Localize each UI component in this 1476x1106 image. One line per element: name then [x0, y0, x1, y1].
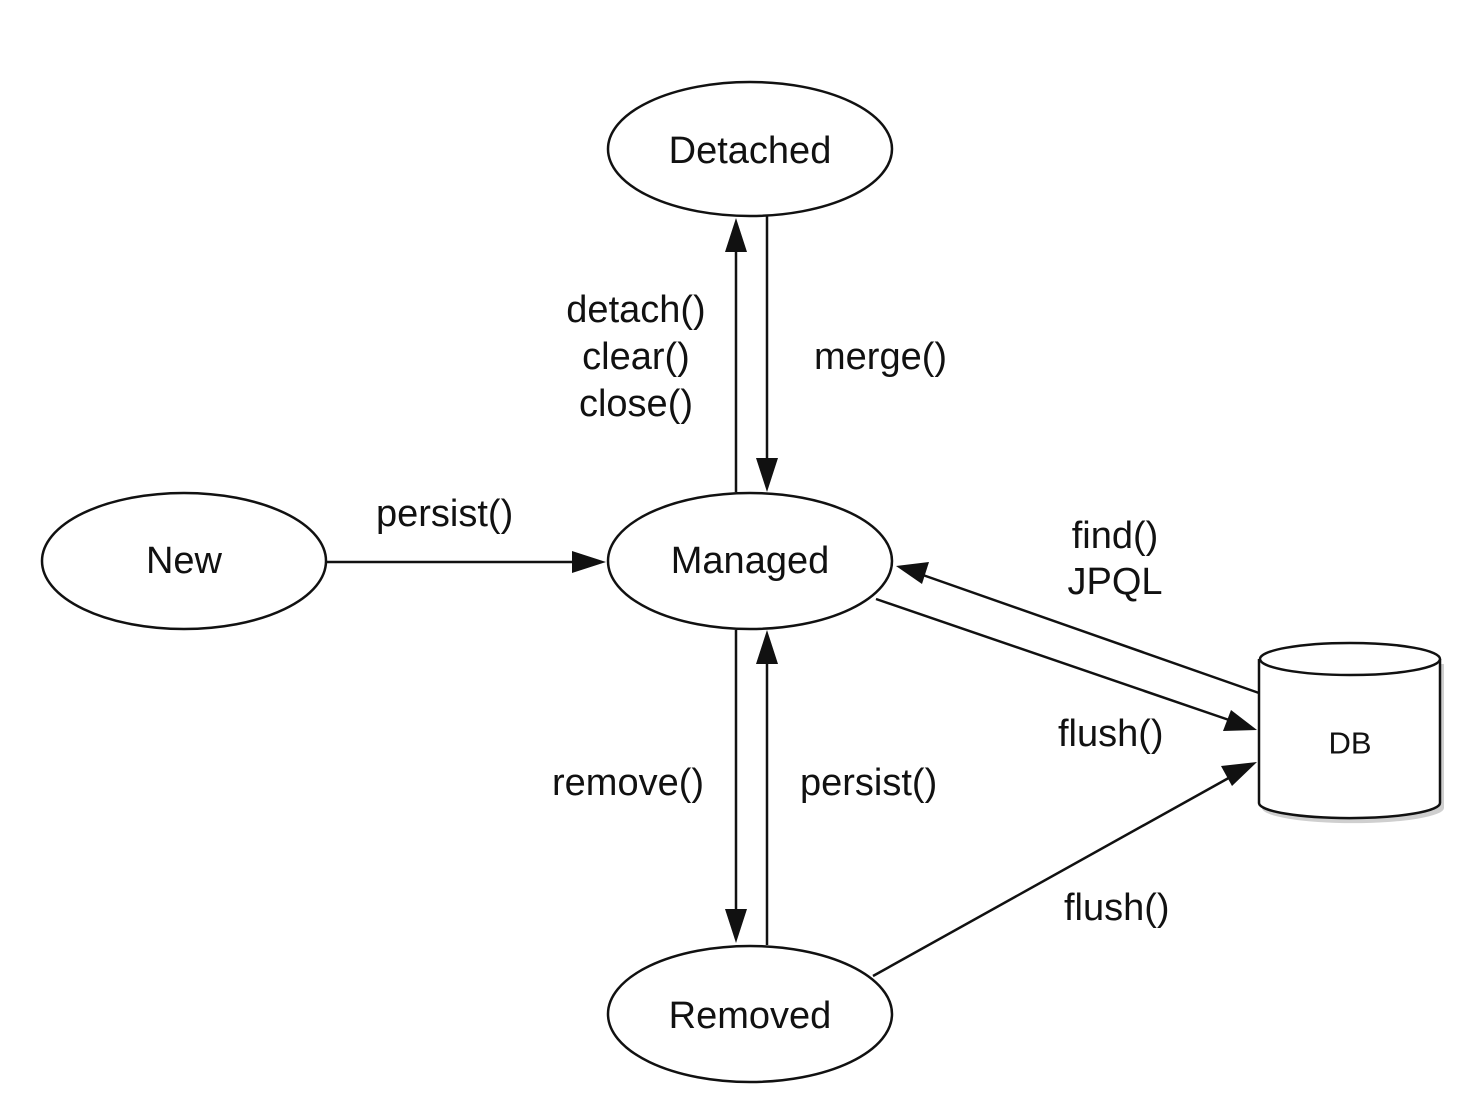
edge-label-flush-managed: flush() — [1058, 713, 1164, 755]
arrow-line-db-to-managed — [919, 572, 1260, 695]
node-new-ellipse — [40, 491, 328, 631]
arrowhead-new-to-managed — [572, 551, 606, 573]
node-removed-label: Removed — [669, 995, 832, 1037]
arrowhead-db-to-managed — [896, 562, 929, 584]
db-cylinder-top — [1258, 641, 1442, 677]
edge-label-detach: detach() — [566, 289, 705, 331]
db-cylinder-body — [1257, 659, 1442, 820]
edge-label-find: find() — [1072, 515, 1159, 557]
edge-removed-to-db: flush() — [872, 762, 1257, 978]
edge-managed-to-removed: remove() — [552, 630, 747, 943]
edge-label-remove: remove() — [552, 762, 704, 804]
edge-label-close: close() — [579, 383, 693, 425]
edge-label-flush-removed: flush() — [1064, 887, 1170, 929]
edge-db-to-managed: find() JPQL — [896, 515, 1260, 695]
arrowhead-managed-to-removed — [725, 909, 747, 943]
node-managed-ellipse — [606, 491, 894, 631]
node-new: New — [40, 491, 328, 631]
node-db: DB — [1257, 641, 1445, 824]
edge-label-clear: clear() — [582, 336, 690, 378]
edge-managed-to-detached: detach() clear() close() — [566, 218, 747, 492]
node-new-label: New — [146, 540, 223, 582]
edge-label-persist: persist() — [376, 493, 513, 535]
arrowhead-detached-to-managed — [756, 458, 778, 492]
edge-detached-to-managed: merge() — [756, 210, 947, 492]
edge-removed-to-managed: persist() — [756, 630, 937, 945]
arrowhead-removed-to-managed — [756, 630, 778, 664]
edge-label-persist-removed: persist() — [800, 762, 937, 804]
node-managed-label: Managed — [671, 540, 829, 582]
node-db-label: DB — [1328, 726, 1371, 761]
arrow-line-managed-to-db — [875, 597, 1233, 723]
arrowhead-managed-to-db — [1223, 710, 1257, 731]
edge-managed-to-db: flush() — [875, 597, 1257, 755]
node-managed: Managed — [606, 491, 894, 631]
arrowhead-managed-to-detached — [725, 218, 747, 252]
arrowhead-removed-to-db — [1221, 762, 1257, 786]
edge-label-merge: merge() — [814, 336, 947, 378]
node-detached-label: Detached — [669, 130, 832, 172]
edge-label-jpql: JPQL — [1067, 561, 1162, 603]
arrow-line-removed-to-db — [872, 773, 1235, 978]
node-detached: Detached — [606, 80, 894, 218]
node-removed: Removed — [606, 944, 894, 1084]
node-removed-ellipse — [606, 944, 894, 1084]
node-detached-ellipse — [606, 80, 894, 218]
edge-new-to-managed: persist() — [326, 493, 606, 573]
